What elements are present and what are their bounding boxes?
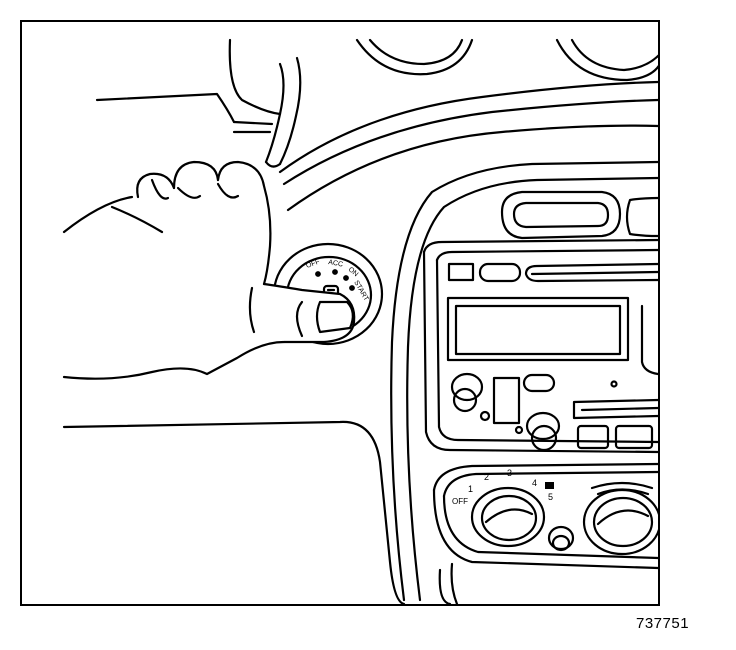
center-pushbutton — [547, 525, 575, 552]
fan-speed-knob — [470, 486, 546, 548]
ignition-label-off: OFF — [305, 259, 321, 270]
temperature-knob — [582, 481, 658, 556]
dashboard-contour — [62, 80, 658, 604]
fan-speed-labels: OFF 1 2 3 4 5 — [452, 468, 554, 506]
hand — [62, 160, 356, 380]
fan-speed-3: 3 — [507, 468, 512, 478]
dashboard-illustration: OFF ACC ON START OFF 1 2 3 4 5 — [62, 38, 658, 604]
steering-column — [95, 38, 282, 134]
fan-speed-2: 2 — [484, 472, 489, 482]
fan-off-label: OFF — [452, 497, 468, 506]
illustration-frame: OFF ACC ON START OFF 1 2 3 4 5 — [20, 20, 660, 606]
fan-speed-4: 4 — [532, 478, 537, 488]
radio-knob-right — [514, 411, 561, 452]
ignition-label-start: START — [352, 280, 370, 303]
climate-panel — [432, 462, 658, 604]
fan-speed-1: 1 — [468, 484, 473, 494]
radio-unit — [422, 238, 658, 454]
upper-vents — [355, 38, 658, 82]
figure-number: 737751 — [636, 615, 690, 632]
center-console — [390, 160, 658, 602]
radio-knob-left — [450, 372, 491, 422]
fan-symbol-icon — [545, 482, 554, 489]
column-stalk — [264, 56, 302, 168]
ignition-label-acc: ACC — [328, 259, 344, 268]
fan-speed-5: 5 — [548, 492, 553, 502]
